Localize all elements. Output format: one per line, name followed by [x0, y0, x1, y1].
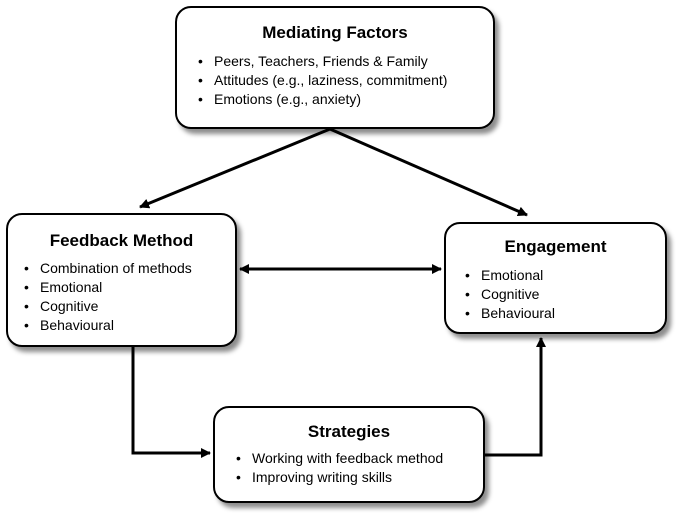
- engagement-list: Emotional Cognitive Behavioural: [461, 266, 665, 323]
- engagement-box: Engagement Emotional Cognitive Behaviour…: [444, 222, 667, 334]
- list-item: Cognitive: [20, 297, 235, 316]
- arrow-strategies-to-engagement: [485, 337, 546, 457]
- mediating-factors-title: Mediating Factors: [262, 23, 408, 42]
- list-item: Peers, Teachers, Friends & Family: [194, 52, 493, 71]
- list-item: Emotions (e.g., anxiety): [194, 90, 493, 109]
- strategies-box: Strategies Working with feedback method …: [213, 406, 485, 503]
- arrow-mediating-to-engagement: [329, 127, 528, 217]
- strategies-title: Strategies: [307, 422, 391, 441]
- list-item: Emotional: [461, 266, 665, 285]
- arrow-feedback-to-strategies: [131, 347, 211, 458]
- list-item: Attitudes (e.g., laziness, commitment): [194, 71, 493, 90]
- list-item: Combination of methods: [20, 259, 235, 278]
- strategies-list: Working with feedback method Improving w…: [232, 449, 483, 487]
- arrow-mediating-to-feedback: [139, 127, 331, 209]
- list-item: Emotional: [20, 278, 235, 297]
- feedback-method-title: Feedback Method: [49, 231, 194, 250]
- list-item: Cognitive: [461, 285, 665, 304]
- mediating-factors-list: Peers, Teachers, Friends & Family Attitu…: [194, 52, 493, 109]
- list-item: Improving writing skills: [232, 468, 483, 487]
- engagement-title: Engagement: [504, 237, 607, 256]
- feedback-method-box: Feedback Method Combination of methods E…: [6, 213, 237, 347]
- list-item: Working with feedback method: [232, 449, 483, 468]
- feedback-method-list: Combination of methods Emotional Cogniti…: [20, 259, 235, 335]
- list-item: Behavioural: [461, 304, 665, 323]
- mediating-factors-box: Mediating Factors Peers, Teachers, Frien…: [175, 6, 495, 129]
- list-item: Behavioural: [20, 316, 235, 335]
